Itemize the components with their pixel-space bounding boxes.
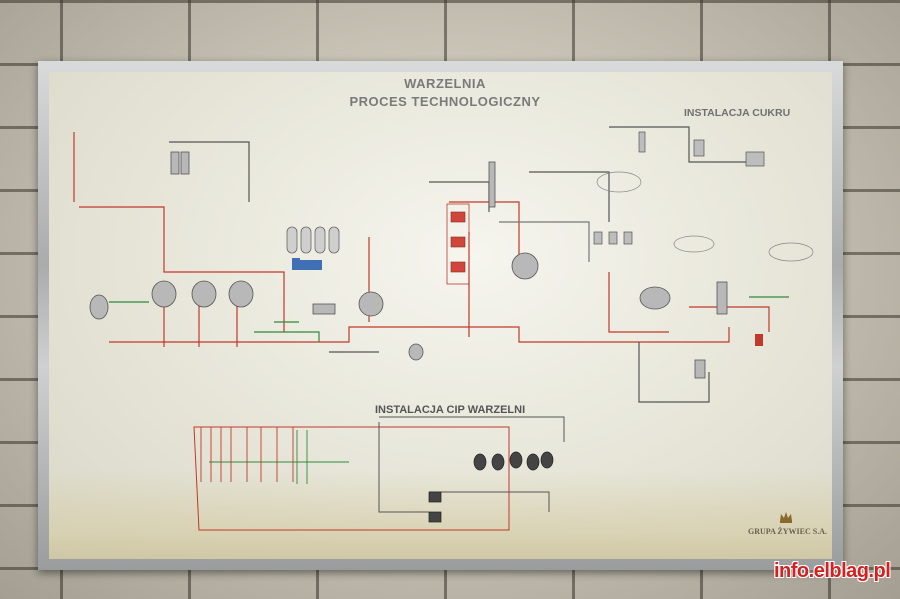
company-logo-text: GRUPA ŻYWIEC S.A. [748, 527, 827, 536]
site-watermark: info.elblag.pl [774, 560, 891, 582]
board-title: WARZELNIA [404, 76, 486, 91]
sugar-installation-title: INSTALACJA CUKRU [684, 107, 791, 119]
crown-icon [780, 512, 792, 523]
process-diagram [73, 126, 814, 531]
cip-installation-title: INSTALACJA CIP WARZELNI [375, 404, 526, 416]
board-subtitle: PROCES TECHNOLOGICZNY [349, 94, 541, 109]
